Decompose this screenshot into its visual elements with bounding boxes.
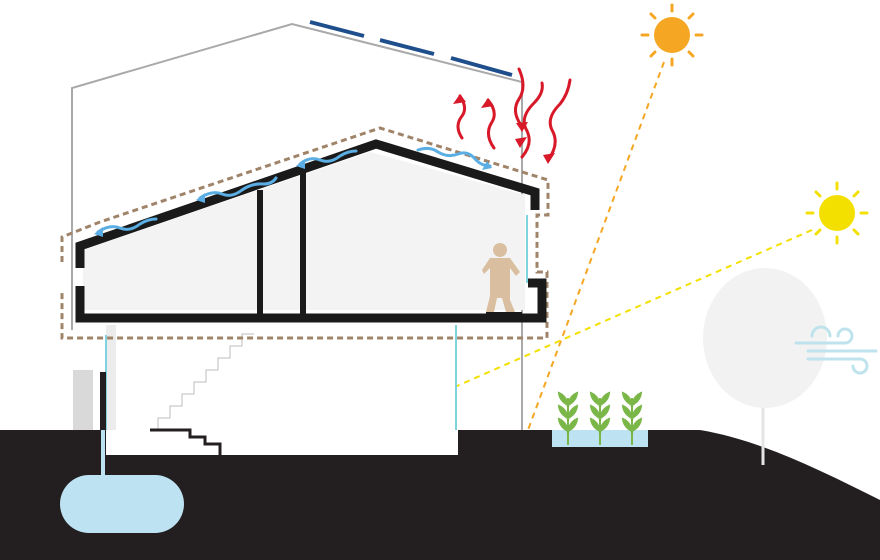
house-structure (75, 139, 547, 323)
staircase (157, 333, 254, 430)
wind-icon (794, 325, 878, 375)
plants (557, 391, 643, 445)
lower-level-shadow (106, 325, 116, 430)
heat-arrows (456, 67, 572, 162)
lower-level (106, 325, 456, 455)
side-wall (73, 370, 93, 430)
plant (621, 391, 643, 445)
water-tank (60, 475, 184, 533)
floor-mat (486, 312, 522, 316)
side-wall-dark (100, 372, 106, 430)
airflow-arrowheads (94, 159, 492, 237)
sun-icon (640, 3, 704, 67)
plant (589, 391, 611, 445)
ground (0, 430, 880, 560)
sunray-high (527, 61, 665, 431)
staircase-base (150, 428, 222, 455)
person-icon (482, 243, 520, 312)
plant (557, 391, 579, 445)
sun-icon (805, 181, 869, 245)
heat-arrowheads (453, 94, 555, 164)
solar-panels (309, 20, 513, 77)
airflow-arrows (96, 146, 492, 234)
tree-icon (703, 268, 827, 465)
